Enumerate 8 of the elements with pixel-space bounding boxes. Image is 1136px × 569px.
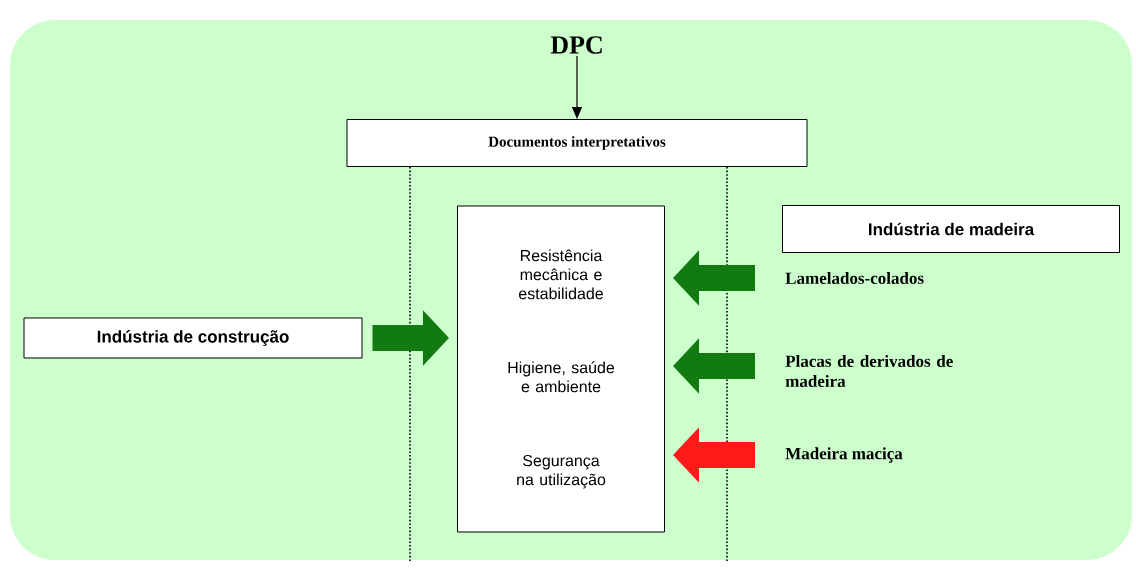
product-label: Lamelados-colados (785, 272, 924, 284)
industry-box: Indústria de madeira (782, 205, 1120, 253)
document-box: Documentos interpretativos (346, 119, 808, 167)
industry-box: Indústria de construção (23, 317, 363, 359)
product-label: Placas de derivados de madeira (785, 355, 953, 387)
product-label: Madeira maciça (785, 447, 903, 463)
source-label: DPC (550, 36, 602, 54)
requirements-box: Resistência mecânica e estabilidade Higiene, saúde e ambiente Segurança na utilização (457, 205, 665, 533)
